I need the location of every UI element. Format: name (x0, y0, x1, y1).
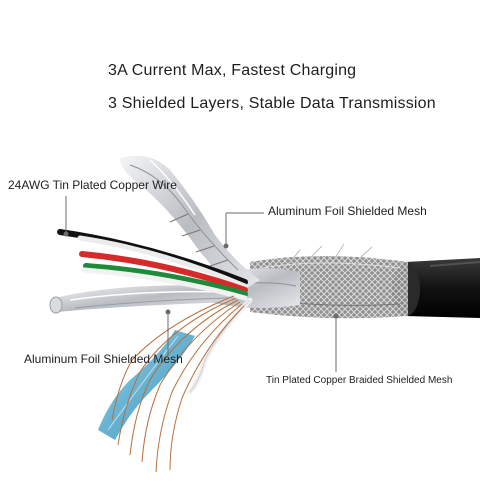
headline-current: 3A Current Max, Fastest Charging (108, 62, 357, 79)
foil-strip-blue (98, 330, 195, 440)
foil-shield-top (120, 155, 260, 292)
conductor-wires (57, 229, 248, 301)
headline-shielding: 3 Shielded Layers, Stable Data Transmiss… (108, 95, 436, 112)
copper-drain-strands (111, 295, 245, 473)
label-braided-shield: Tin Plated Copper Braided Shielded Mesh (266, 375, 453, 386)
callout-leader-lines (63, 196, 339, 372)
foil-shield-left (49, 285, 232, 314)
label-copper-wire: 24AWG Tin Plated Copper Wire (8, 178, 177, 192)
label-foil-shield-top: Aluminum Foil Shielded Mesh (268, 204, 427, 218)
label-foil-shield-left: Aluminum Foil Shielded Mesh (24, 352, 183, 366)
